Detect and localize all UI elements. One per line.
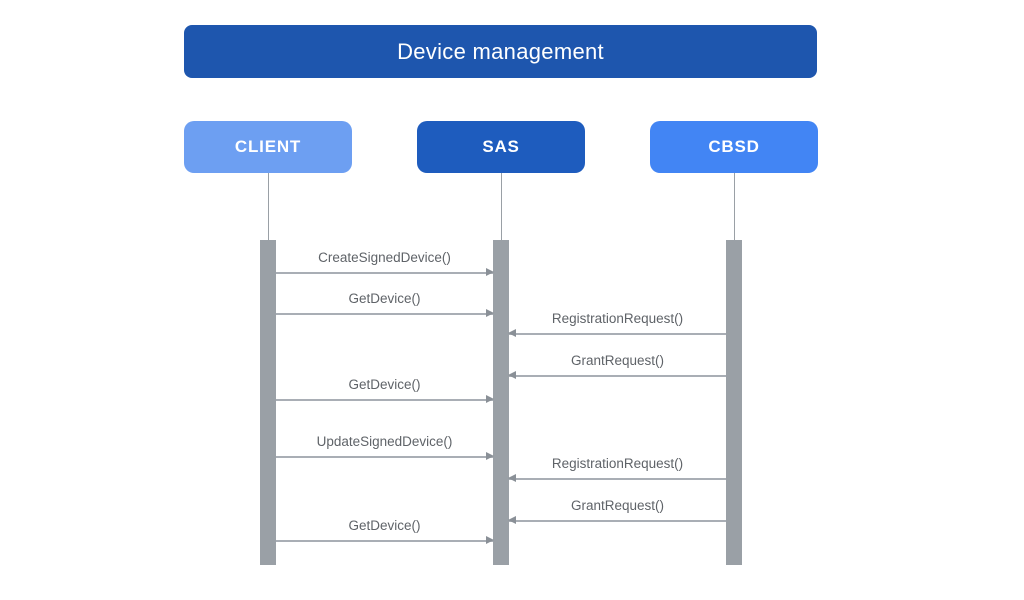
message-label: RegistrationRequest()	[551, 456, 684, 471]
actor-label-sas: SAS	[482, 137, 520, 156]
actor-box-sas: SAS	[417, 121, 585, 173]
activation-bar-cbsd	[726, 240, 742, 565]
arrowhead-icon	[486, 536, 494, 545]
message-label: RegistrationRequest()	[551, 311, 684, 326]
message-label: GetDevice()	[348, 291, 421, 306]
message-label: GrantRequest()	[570, 353, 665, 368]
message-arrow	[508, 474, 726, 483]
activation-bar-client	[260, 240, 276, 565]
arrowhead-icon	[486, 268, 494, 277]
message-arrow	[508, 371, 726, 380]
actor-box-cbsd: CBSD	[650, 121, 818, 173]
message-arrow	[276, 268, 494, 277]
message-arrow	[508, 329, 726, 338]
message-label: GrantRequest()	[570, 498, 665, 513]
actor-label-client: CLIENT	[234, 137, 302, 156]
arrowhead-icon	[486, 309, 494, 318]
activation-bar-sas	[493, 240, 509, 565]
message-label: GetDevice()	[348, 518, 421, 533]
message-arrow	[276, 395, 494, 404]
message-label: UpdateSignedDevice()	[316, 434, 453, 449]
arrowhead-icon	[508, 329, 516, 338]
message-label: CreateSignedDevice()	[318, 250, 451, 265]
lifeline-sas	[500, 173, 502, 240]
actor-box-client: CLIENT	[184, 121, 352, 173]
message-arrow	[508, 516, 726, 525]
message-arrow	[276, 309, 494, 318]
message-arrow	[276, 536, 494, 545]
arrowhead-icon	[508, 474, 516, 483]
diagram-title: Device management	[397, 38, 604, 64]
message-arrow	[276, 452, 494, 461]
lifeline-cbsd	[733, 173, 735, 240]
arrowhead-icon	[508, 371, 516, 380]
lifeline-client	[267, 173, 269, 240]
actor-label-cbsd: CBSD	[708, 137, 760, 156]
arrowhead-icon	[486, 452, 494, 461]
message-label: GetDevice()	[348, 377, 421, 392]
arrowhead-icon	[486, 395, 494, 404]
diagram-title-bar: Device management	[184, 25, 817, 78]
arrowhead-icon	[508, 516, 516, 525]
